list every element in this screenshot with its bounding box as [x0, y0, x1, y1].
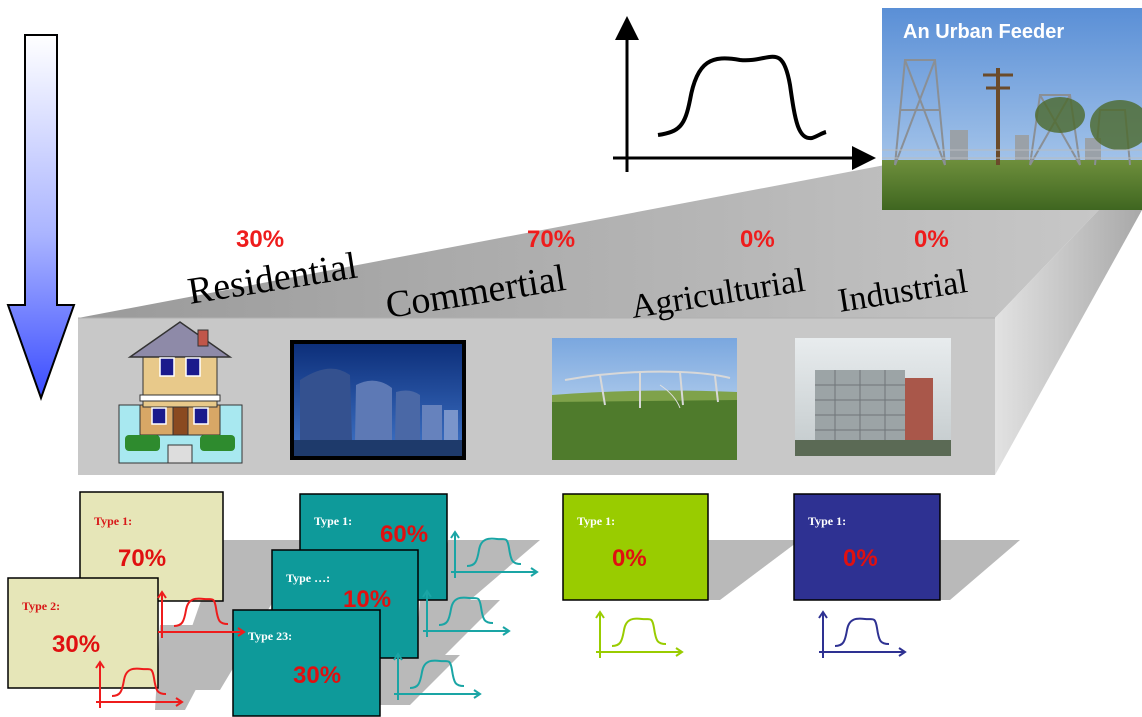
card-type-label: Type …: [286, 571, 330, 585]
mini-load-profile-icon [450, 530, 539, 578]
card-type-value: 70% [118, 545, 166, 572]
feeder-title: An Urban Feeder [903, 21, 1064, 43]
residential-type2-card: Type 2: 30% [7, 577, 159, 689]
down-arrow-icon [6, 34, 76, 401]
card-type-label: Type 1: [314, 514, 352, 528]
card-type-label: Type 2: [22, 599, 60, 613]
card-type-label: Type 1: [577, 514, 615, 528]
card-type-value: 0% [843, 545, 878, 572]
industrial-percent: 0% [914, 226, 949, 253]
mini-load-profile-icon [595, 610, 684, 658]
mini-load-profile-curves [95, 530, 907, 708]
mini-load-profile-icon [157, 590, 246, 638]
commercial-percent: 70% [527, 226, 575, 253]
mini-load-profile-icon [95, 660, 184, 708]
irrigation-photo [552, 338, 737, 460]
agricultural-percent: 0% [740, 226, 775, 253]
mini-load-profile-icon [422, 589, 511, 637]
card-type-value: 60% [380, 521, 428, 548]
card-type-value: 10% [343, 586, 391, 613]
industrial-type1-card: Type 1: 0% [793, 493, 941, 601]
card-type-value: 30% [293, 662, 341, 689]
substation-photo: An Urban Feeder [882, 8, 1142, 210]
card-type-value: 0% [612, 545, 647, 572]
agricultural-type1-card: Type 1: 0% [562, 493, 709, 601]
office-buildings-photo [290, 340, 466, 460]
house-icon [118, 321, 243, 464]
card-type-value: 30% [52, 631, 100, 658]
card-type-label: Type 1: [808, 514, 846, 528]
card-type-label: Type 23: [248, 629, 292, 643]
factory-photo [795, 338, 951, 456]
mini-load-profile-icon [393, 652, 482, 700]
card-type-label: Type 1: [94, 514, 132, 528]
residential-percent: 30% [236, 226, 284, 253]
load-profile-chart-icon [613, 16, 876, 172]
commercial-type23-card: Type 23: 30% [232, 609, 381, 717]
mini-load-profile-icon [818, 610, 907, 658]
